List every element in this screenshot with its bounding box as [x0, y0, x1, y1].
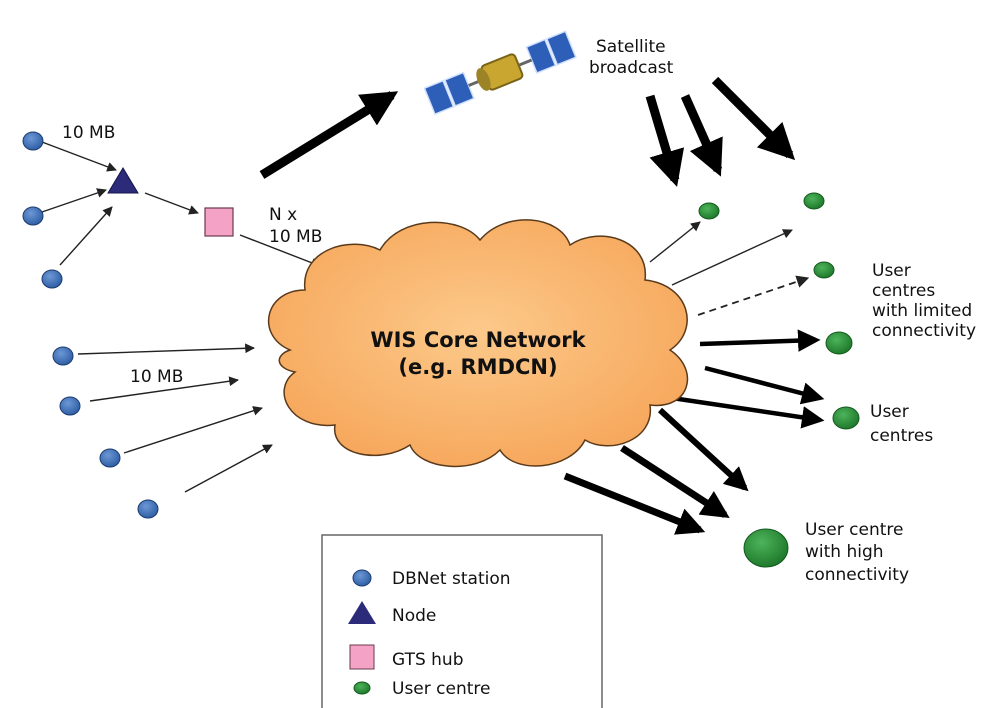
legend-user-centre-label: User centre — [392, 679, 490, 699]
node-triangle — [107, 167, 139, 194]
limited-label-line3: with limited — [872, 301, 972, 321]
satellite-label-line2: broadcast — [589, 58, 674, 78]
nx-label-line2: 10 MB — [269, 227, 322, 247]
nx-label-line1: N x — [269, 205, 297, 225]
dbnet-station — [52, 346, 74, 366]
broadcast-arrow-1 — [645, 94, 685, 187]
user-centre — [825, 331, 853, 355]
high-label-line3: connectivity — [805, 565, 909, 585]
mb-label-left: 10 MB — [130, 367, 183, 387]
dbnet-station — [137, 499, 159, 519]
limited-label-line4: connectivity — [872, 321, 976, 341]
high-label-line1: User centre — [805, 520, 903, 540]
user-centre — [832, 406, 860, 430]
user-centres-label-line1: User — [870, 402, 909, 422]
cloud-label-line2: (e.g. RMDCN) — [398, 355, 557, 379]
broadcast-arrow-3 — [711, 76, 796, 161]
user-centre — [803, 192, 825, 210]
dbnet-station — [99, 448, 121, 468]
legend-gts-icon — [349, 644, 375, 670]
uplink-arrow — [259, 91, 399, 179]
legend-node-label: Node — [392, 606, 436, 626]
limited-label-line1: User — [872, 261, 911, 281]
satellite-icon — [423, 30, 577, 116]
dbnet-station — [22, 206, 44, 226]
dbnet-station — [59, 396, 81, 416]
user-centre — [698, 202, 720, 220]
dbnet-station — [41, 269, 63, 289]
cloud-out-arrows — [563, 329, 825, 535]
dbnet-station — [22, 131, 44, 151]
wis-core-network-cloud — [267, 219, 689, 468]
legend-dbnet-icon — [352, 569, 372, 587]
satellite-label-line1: Satellite — [596, 37, 666, 57]
user-centre — [813, 261, 835, 279]
mb-label-top: 10 MB — [62, 123, 115, 143]
legend-user-centre-icon — [353, 681, 371, 695]
user-centre-high — [743, 528, 789, 568]
user-centres — [698, 192, 860, 568]
user-centres-label-line2: centres — [870, 426, 933, 446]
gts-hub-square — [204, 207, 234, 237]
limited-label-line2: centres — [872, 281, 935, 301]
legend-node-icon — [348, 601, 376, 624]
station-arrows — [41, 141, 793, 493]
legend: DBNet station Node GTS hub User centre — [321, 534, 603, 708]
high-label-line2: with high — [805, 542, 884, 562]
legend-gts-label: GTS hub — [392, 650, 464, 670]
dashed-arrow — [697, 275, 810, 316]
dbnet-stations — [22, 131, 159, 519]
legend-dbnet-label: DBNet station — [392, 569, 511, 589]
cloud-label-line1: WIS Core Network — [370, 328, 586, 352]
broadcast-arrow-2 — [680, 94, 723, 177]
